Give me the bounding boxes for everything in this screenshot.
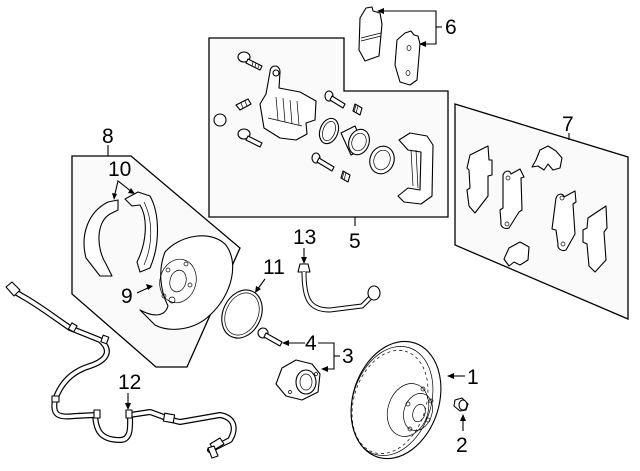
callout-label-1: 1 — [467, 366, 479, 389]
caliper-parts[interactable] — [213, 51, 434, 205]
callout-8: 8 — [102, 125, 114, 148]
callout-label-4: 4 — [305, 332, 317, 355]
brake-pads[interactable] — [358, 6, 421, 86]
callout-label-5: 5 — [349, 230, 361, 253]
callout-10: 10 — [108, 158, 135, 200]
callout-label-6: 6 — [445, 16, 457, 39]
callout-label-11: 11 — [263, 256, 285, 279]
caliper-bolt-top — [237, 51, 263, 71]
brake-rotor[interactable] — [337, 330, 456, 471]
rotor-screw[interactable] — [453, 397, 469, 412]
callout-4-3: 4 3 — [282, 332, 354, 372]
callout-13: 13 — [293, 226, 316, 264]
backing-plate[interactable] — [139, 235, 234, 330]
hardware-parts[interactable] — [466, 145, 608, 273]
callout-9: 9 — [121, 284, 153, 308]
callout-11: 11 — [255, 256, 285, 293]
callout-7: 7 — [562, 113, 574, 136]
callout-2: 2 — [456, 414, 468, 457]
callout-5: 5 — [349, 230, 361, 253]
hub-bolt[interactable] — [257, 327, 283, 347]
callout-1: 1 — [447, 366, 479, 389]
callout-label-12: 12 — [118, 371, 141, 394]
hardware-panel — [454, 103, 629, 320]
callout-label-10: 10 — [108, 158, 131, 181]
callout-label-13: 13 — [293, 226, 316, 249]
seal-ring[interactable] — [214, 283, 270, 344]
callout-6: 6 — [377, 8, 457, 47]
callout-label-2: 2 — [456, 434, 468, 457]
callout-label-9: 9 — [121, 285, 133, 308]
callout-12: 12 — [118, 371, 141, 410]
callout-label-7: 7 — [562, 113, 574, 136]
hub-assembly[interactable] — [275, 359, 321, 401]
abs-sensor-wire[interactable] — [5, 281, 237, 459]
brake-hose[interactable] — [297, 263, 381, 313]
callout-label-8: 8 — [102, 125, 114, 148]
parking-brake-shoes[interactable] — [83, 191, 158, 277]
callout-label-3: 3 — [342, 345, 354, 368]
